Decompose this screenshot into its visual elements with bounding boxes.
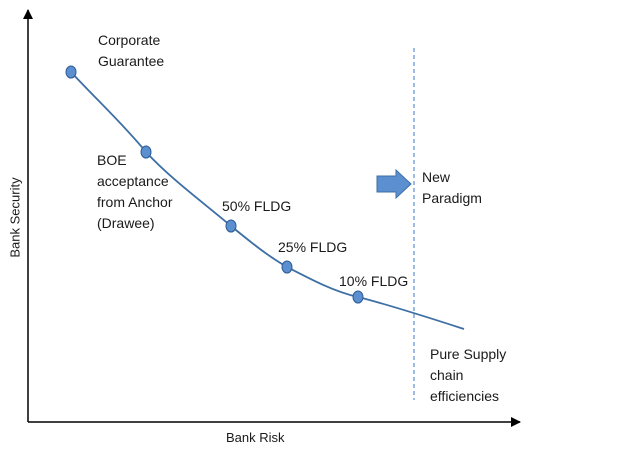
label-new-paradigm: New Paradigm [422, 169, 482, 206]
label-25-fldg: 25% FLDG [278, 239, 348, 255]
label-boe-acceptance: BOE acceptance from Anchor (Drawee) [97, 152, 173, 231]
label-corporate-guarantee: Corporate Guarantee [98, 32, 165, 69]
point-marker-boe-acceptance [140, 145, 152, 159]
point-marker-10-fldg [352, 290, 364, 304]
point-marker-50-fldg [225, 219, 237, 233]
y-axis-label: Bank Security [7, 177, 23, 258]
label-50-fldg: 50% FLDG [222, 198, 292, 214]
right-arrow-icon [376, 168, 412, 200]
risk-security-curve [70, 71, 465, 330]
label-10-fldg: 10% FLDG [339, 273, 409, 289]
x-axis-label: Bank Risk [226, 430, 285, 445]
point-marker-25-fldg [281, 260, 293, 274]
label-pure-supply-chain: Pure Supply chain efficiencies [430, 346, 507, 404]
point-marker-corporate-guarantee [65, 65, 77, 79]
